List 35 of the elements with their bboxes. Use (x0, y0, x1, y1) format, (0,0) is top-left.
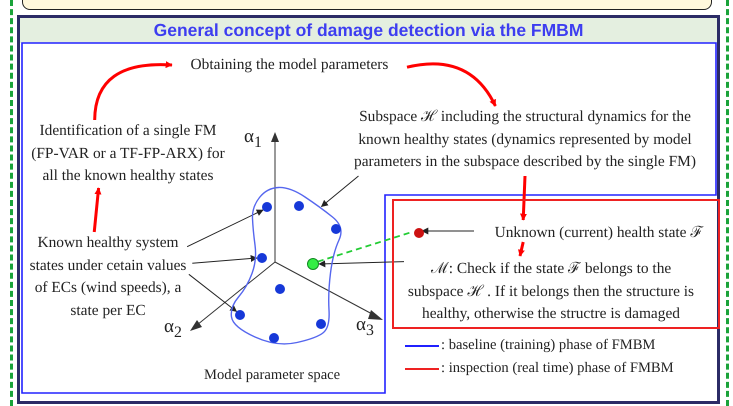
node-text: ℳ: Check if the state ℱ belongs to the subspace ℋ . If it belongs then the structure is healthy, otherwise the structre is damaged (406, 258, 696, 328)
state-dot (275, 284, 285, 294)
inspection-frame (392, 199, 720, 329)
state-dot (414, 228, 424, 238)
arrow (406, 62, 497, 107)
node-text: Unknown (current) health state ℱ (476, 222, 722, 244)
leader-arrow (188, 274, 238, 312)
node-text: Identification of a single FM (FP-VAR or a TF-FP-ARX) for all the known healthy states (30, 120, 226, 188)
node-text: Subspace ℋ including the structural dynamics for the known healthy states (dynamics represented by model parameters in the subspace described by the single FM) (340, 106, 710, 176)
state-dot (257, 253, 267, 263)
axis-label: α$_{3}$ (356, 314, 374, 340)
state-dot (316, 319, 326, 329)
legend-text: : inspection (real time) phase of FMBM (441, 360, 674, 377)
subspace-outline (230, 186, 342, 345)
legend-text: : baseline (training) phase of FMBM (441, 337, 656, 354)
leader-arrow (421, 228, 474, 234)
state-dot (269, 333, 279, 343)
state-dot (262, 202, 272, 212)
leader-arrow (320, 176, 359, 208)
arrow (93, 61, 173, 120)
arrow (520, 176, 527, 221)
leader-arrow (192, 255, 258, 264)
axis-label: α$_{1}$ (244, 126, 262, 152)
title: General concept of damage detection via the FMBM (154, 20, 584, 41)
arrow (518, 242, 525, 257)
dashed-link (318, 231, 412, 262)
leader-arrow (318, 260, 404, 268)
caption: Model parameter space (204, 367, 340, 384)
arrow (92, 187, 102, 232)
node-text: Obtaining the model parameters (172, 54, 407, 76)
state-dot (307, 258, 319, 270)
state-dot (294, 201, 304, 211)
leader-arrow (186, 210, 264, 248)
state-dot (331, 224, 341, 234)
state-dot (235, 310, 245, 320)
